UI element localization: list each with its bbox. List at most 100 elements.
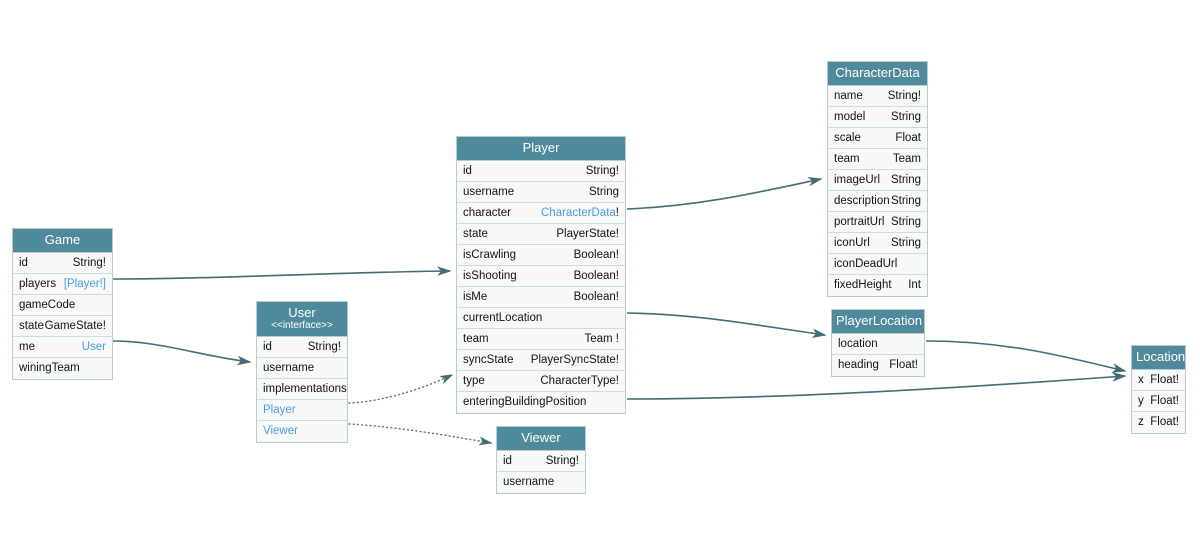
entity-characterdata-header: CharacterData bbox=[828, 62, 927, 86]
field-row[interactable]: username String bbox=[257, 358, 347, 379]
field-row[interactable]: description String bbox=[828, 191, 927, 212]
field-type-link[interactable]: User bbox=[81, 341, 106, 353]
entity-characterdata[interactable]: CharacterData name String! model String … bbox=[827, 61, 928, 297]
field-type: PlayerState! bbox=[556, 228, 619, 240]
field-row[interactable]: me User bbox=[13, 337, 112, 358]
field-type: Boolean! bbox=[573, 291, 619, 303]
entity-game-header: Game bbox=[13, 229, 112, 253]
entity-location[interactable]: Location x Float! y Float! z Float! bbox=[1131, 345, 1186, 434]
field-type-link[interactable]: [Player!] bbox=[63, 278, 106, 290]
field-type: Float! bbox=[1150, 395, 1179, 407]
field-name: scale bbox=[834, 132, 861, 144]
field-name: y bbox=[1138, 395, 1144, 407]
field-row[interactable]: enteringBuildingPosition Location bbox=[457, 392, 625, 413]
field-row[interactable]: id String! bbox=[497, 451, 585, 472]
edge-player-enteringbuildingposition-to-location bbox=[626, 372, 1127, 400]
field-row[interactable]: gameCode String! bbox=[13, 295, 112, 316]
field-row[interactable]: id String! bbox=[457, 161, 625, 182]
entity-game-title: Game bbox=[44, 232, 81, 247]
field-name: iconUrl bbox=[834, 237, 870, 249]
field-row[interactable]: iconUrl String bbox=[828, 233, 927, 254]
field-name: username bbox=[503, 476, 555, 488]
field-row[interactable]: imageUrl String bbox=[828, 170, 927, 191]
field-type-link[interactable]: CharacterData! bbox=[541, 207, 619, 219]
edge-playerlocation-location-to-location bbox=[925, 340, 1127, 373]
entity-player[interactable]: Player id String! username String charac… bbox=[456, 136, 626, 414]
field-row[interactable]: team Team bbox=[828, 149, 927, 170]
entity-playerlocation[interactable]: PlayerLocation location Location! headin… bbox=[831, 309, 925, 377]
field-name: description bbox=[834, 195, 890, 207]
field-row[interactable]: players [Player!] bbox=[13, 274, 112, 295]
entity-player-title: Player bbox=[522, 140, 560, 155]
field-name: isMe bbox=[463, 291, 488, 303]
implementation-viewer[interactable]: Viewer bbox=[257, 421, 347, 442]
field-type: PlayerSyncState! bbox=[530, 354, 619, 366]
field-row[interactable]: syncState PlayerSyncState! bbox=[457, 350, 625, 371]
field-type: Boolean! bbox=[573, 249, 619, 261]
field-type: String bbox=[588, 186, 619, 198]
field-row[interactable]: iconDeadUrl String bbox=[828, 254, 927, 275]
field-row[interactable]: name String! bbox=[828, 86, 927, 107]
field-name: id bbox=[19, 257, 28, 269]
field-name: players bbox=[19, 278, 57, 290]
field-row[interactable]: character CharacterData! bbox=[457, 203, 625, 224]
field-type: CharacterType! bbox=[540, 375, 619, 387]
field-name: state bbox=[463, 228, 488, 240]
field-name: iconDeadUrl bbox=[834, 258, 898, 270]
field-type: Float! bbox=[1150, 374, 1179, 386]
field-name: heading bbox=[838, 359, 879, 371]
field-row[interactable]: heading Float! bbox=[832, 355, 924, 376]
field-name: isShooting bbox=[463, 270, 517, 282]
field-row[interactable]: x Float! bbox=[1132, 370, 1185, 391]
field-row[interactable]: username String bbox=[497, 472, 585, 493]
field-row[interactable]: location Location! bbox=[832, 334, 924, 355]
entity-game[interactable]: Game id String! players [Player!] gameCo… bbox=[12, 228, 113, 380]
entity-playerlocation-header: PlayerLocation bbox=[832, 310, 924, 334]
field-row[interactable]: state PlayerState! bbox=[457, 224, 625, 245]
field-row[interactable]: model String bbox=[828, 107, 927, 128]
field-type: Team ! bbox=[584, 333, 619, 345]
entity-location-header: Location bbox=[1132, 346, 1185, 370]
field-row[interactable]: scale Float bbox=[828, 128, 927, 149]
entity-user-title: User bbox=[288, 305, 316, 320]
field-row[interactable]: team Team ! bbox=[457, 329, 625, 350]
field-row[interactable]: isCrawling Boolean! bbox=[457, 245, 625, 266]
field-type: Team bbox=[78, 378, 106, 379]
field-row[interactable]: state GameState! bbox=[13, 316, 112, 337]
field-type: Float bbox=[895, 132, 921, 144]
field-row[interactable]: portraitUrl String bbox=[828, 212, 927, 233]
field-row[interactable]: id String! bbox=[13, 253, 112, 274]
field-name: winingTeam bbox=[19, 362, 80, 374]
field-name: me bbox=[19, 341, 35, 353]
field-type: String bbox=[890, 216, 921, 228]
field-row[interactable]: currentLocation PlayerLocation! bbox=[457, 308, 625, 329]
field-type: String bbox=[549, 492, 579, 493]
implementation-player[interactable]: Player bbox=[257, 400, 347, 421]
non-null-marker: ! bbox=[615, 207, 619, 219]
field-name: currentLocation bbox=[463, 312, 543, 324]
field-row[interactable]: winingTeam Team bbox=[13, 358, 112, 379]
field-row[interactable]: id String! bbox=[257, 337, 347, 358]
edge-game-me-to-user bbox=[112, 340, 252, 366]
field-name: id bbox=[503, 455, 512, 467]
field-type-link[interactable]: Location bbox=[576, 412, 619, 413]
field-row[interactable]: username String bbox=[457, 182, 625, 203]
field-row[interactable]: y Float! bbox=[1132, 391, 1185, 412]
entity-viewer[interactable]: Viewer id String! username String bbox=[496, 426, 586, 494]
edge-user-implements-player bbox=[348, 374, 454, 404]
field-name: model bbox=[834, 111, 866, 123]
field-name: fixedHeight bbox=[834, 279, 892, 291]
field-type: Int bbox=[908, 279, 921, 291]
edge-user-implements-viewer bbox=[348, 423, 493, 446]
field-row[interactable]: z Float! bbox=[1132, 412, 1185, 433]
entity-viewer-header: Viewer bbox=[497, 427, 585, 451]
field-name: id bbox=[263, 341, 272, 353]
field-row[interactable]: fixedHeight Int bbox=[828, 275, 927, 296]
field-type: String! bbox=[585, 165, 619, 177]
entity-user-stereotype: <<interface>> bbox=[271, 320, 333, 331]
field-row[interactable]: isShooting Boolean! bbox=[457, 266, 625, 287]
field-row[interactable]: isMe Boolean! bbox=[457, 287, 625, 308]
field-row[interactable]: type CharacterType! bbox=[457, 371, 625, 392]
entity-user[interactable]: User <<interface>> id String! username S… bbox=[256, 301, 348, 443]
